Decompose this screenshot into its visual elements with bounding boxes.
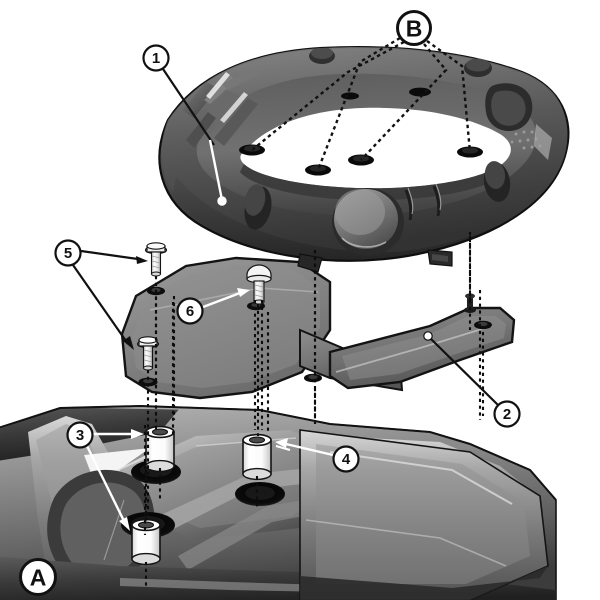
top-plate-detail-group [161,47,568,260]
top-plate-right-slot [485,83,552,160]
callout-label-5: 5 [64,245,72,262]
callout-circle-2 [493,400,521,428]
top-plate-score-2-hl [435,183,442,211]
spacer-bushing-bottom-left [131,518,161,566]
dome-head-bolt [246,264,272,305]
callout-1-leader [162,68,227,206]
top-plate-bottom-tab [427,249,453,267]
bracket-arm-highlight [335,325,493,373]
top-plate-score-1 [404,189,413,221]
spacer-bushing-top-left [145,425,175,473]
callout-circle-b [396,10,432,46]
callout-label-b: B [406,16,423,42]
hex-flange-bolt-upper [144,242,168,277]
top-plate-lock-knob [332,188,404,256]
rack-left-recess-inner [60,482,146,575]
callout-circle-4 [332,445,360,473]
callout-circle-5 [54,239,82,267]
rack-right-box-highlight-2 [305,519,507,567]
callout-circle-a [19,558,57,596]
top-plate-bump-stops [309,47,492,77]
callout-5-leaders [72,249,148,350]
top-plate-texture-dots [510,130,542,150]
callout-5[interactable]: 5 [54,239,82,267]
top-plate-score-1-hl [407,187,414,215]
alignment-lines-extra [144,236,485,586]
top-plate-score-2 [432,185,441,217]
callout-2-leader [423,331,499,406]
spacer-bushing-right [242,433,272,481]
bracket-right-arm-face [342,316,506,380]
bracket-left-plate-face [132,266,320,388]
callout-bubbles-group: 1 2 3 4 5 6A B [19,10,521,596]
hex-flange-bolt-lower [136,336,160,371]
callout-b-leaders [251,36,472,171]
callout-2[interactable]: 2 [493,400,521,428]
callout-4[interactable]: 4 [332,445,360,473]
callout-label-6: 6 [186,303,194,320]
callout-label-2: 2 [503,406,511,423]
callout-6-leader [202,288,250,309]
adapter-bracket-plate-part-2 [120,256,516,400]
callout-3-leaders [85,429,144,531]
rack-right-box-shadow [300,566,548,600]
rack-right-box-highlight [329,451,513,505]
callout-label-4: 4 [342,451,351,468]
monokey-top-plate-part-1 [158,46,570,273]
rack-mid-rib [150,466,336,536]
top-plate-left-ribs [182,68,260,148]
top-plate-front-feet [244,161,511,230]
callout-1[interactable]: 1 [142,44,170,72]
callout-4-leader-secondary [275,445,291,451]
callout-circle-1 [142,44,170,72]
callout-a[interactable]: A [19,558,57,596]
callout-4-leader [275,438,334,457]
callout-circle-3 [66,421,94,449]
callout-3[interactable]: 3 [66,421,94,449]
rack-right-box [299,429,549,600]
callout-b[interactable]: B [396,10,432,46]
rack-outline [0,404,557,501]
callout-label-3: 3 [76,427,84,444]
callout-label-a: A [30,565,47,591]
rack-right-box-inner [316,444,530,584]
callout-circle-6 [176,297,204,325]
callout-6[interactable]: 6 [176,297,204,325]
callout-label-1: 1 [152,50,160,67]
